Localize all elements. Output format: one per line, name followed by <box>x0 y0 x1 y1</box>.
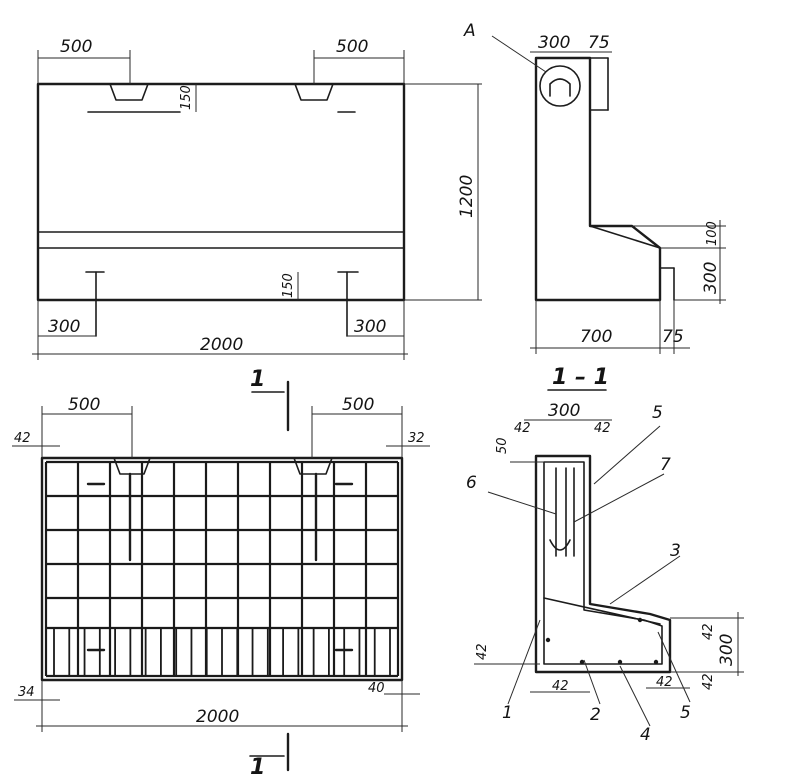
dim-bottom-right: 42 <box>656 675 673 690</box>
front-view: 500 500 150 1200 150 300 300 2000 <box>32 37 482 360</box>
label-5-bottom: 5 <box>680 703 691 723</box>
rebar-dot <box>545 637 551 643</box>
dim-left-notch: 500 <box>60 37 92 57</box>
front-view-outline <box>36 82 406 302</box>
dim-cover-right: 42 <box>594 421 611 436</box>
dim-cover-left: 42 <box>514 421 531 436</box>
leader-line <box>507 619 541 705</box>
dim-lip: 75 <box>588 33 610 53</box>
dim-top-width: 300 <box>538 33 570 53</box>
dim-right-cover: 32 <box>408 431 425 446</box>
rebar-dot <box>637 617 643 623</box>
right-notch <box>294 83 334 101</box>
dim-length: 2000 <box>200 335 243 355</box>
leader-line <box>583 659 601 705</box>
dim-right-offset: 300 <box>354 317 386 337</box>
callout-detail <box>549 78 571 97</box>
label-3: 3 <box>670 541 681 561</box>
dim-bottom-left: 34 <box>18 685 35 700</box>
section-outline <box>534 454 672 674</box>
side-view-outline <box>534 56 662 302</box>
label-4: 4 <box>640 725 651 745</box>
cut-marker-bottom: 1 <box>249 732 290 775</box>
dim-base-cover: 42 <box>701 673 716 690</box>
label-7: 7 <box>660 455 671 475</box>
label-2: 2 <box>590 705 601 725</box>
section-hook <box>555 467 575 557</box>
dim-left-cover: 42 <box>14 431 31 446</box>
leader-line <box>657 631 691 703</box>
callout-leader <box>491 35 547 73</box>
side-view: A 300 75 100 300 700 75 <box>463 21 726 354</box>
section-title: 1 – 1 <box>552 365 609 390</box>
dim-length: 2000 <box>196 707 239 727</box>
dim-right-notch: 500 <box>336 37 368 57</box>
dim-base-height: 300 <box>701 262 721 294</box>
dim-width: 300 <box>548 401 580 421</box>
dim-left-offset: 300 <box>48 317 80 337</box>
rebar-grid <box>44 460 400 678</box>
dim-height: 1200 <box>457 175 477 218</box>
leader-line <box>609 555 681 605</box>
left-notch <box>113 457 151 475</box>
dim-notch-depth: 150 <box>179 85 194 110</box>
leader-line <box>487 491 557 515</box>
rebar-dot <box>579 659 585 665</box>
callout-circle <box>539 65 581 107</box>
cut-marker-top: 1 <box>250 367 290 432</box>
leader-line <box>573 473 665 523</box>
label-1: 1 <box>502 703 513 723</box>
section-loop <box>549 539 571 551</box>
cut-marker-label: 1 <box>250 367 265 392</box>
left-notch <box>109 83 149 101</box>
dim-right-cover: 42 <box>701 623 716 640</box>
cut-marker-label: 1 <box>250 755 265 775</box>
side-view-slope <box>589 225 661 249</box>
dim-bottom-cover: 42 <box>475 643 490 660</box>
reinforcement-view: 500 500 42 32 34 40 2000 <box>12 395 430 732</box>
dim-right-notch: 500 <box>342 395 374 415</box>
dim-bottom-right: 40 <box>368 681 385 696</box>
section-view: 1 – 1 300 42 42 50 42 42 42 300 42 42 <box>466 365 744 745</box>
section-rebar <box>543 461 663 665</box>
dim-bottom-left: 42 <box>552 679 569 694</box>
right-notch <box>293 457 333 475</box>
dim-height: 300 <box>717 634 737 666</box>
dim-slope: 100 <box>705 221 720 246</box>
dim-toe: 75 <box>662 327 684 347</box>
leader-line <box>593 425 661 485</box>
leader-line <box>619 665 651 727</box>
dim-left-notch: 500 <box>68 395 100 415</box>
rebar-dot <box>653 659 659 665</box>
reinforcement-outline <box>40 456 404 682</box>
dim-top: 50 <box>495 437 510 454</box>
callout-label: A <box>463 21 476 41</box>
rebar-dot <box>617 659 623 665</box>
dim-base-width: 700 <box>580 327 612 347</box>
label-5-top: 5 <box>652 403 663 423</box>
dim-lower-depth: 150 <box>281 273 296 298</box>
section-slope-bar <box>543 597 661 625</box>
label-6: 6 <box>466 473 477 493</box>
